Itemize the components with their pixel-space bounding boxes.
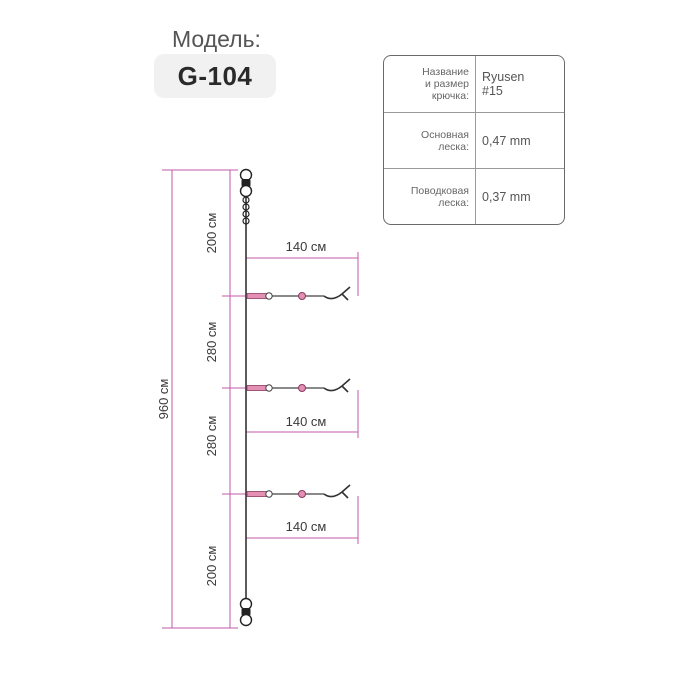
spec-row-mainline: Основная леска: 0,47 mm [384,112,564,169]
segment-label-2: 280 см [204,322,219,363]
spec-name-hook: Название и размер крючка: [384,56,476,112]
tube-icon [246,385,269,391]
hook-icon [323,484,351,499]
model-code: G-104 [177,60,253,91]
leader-1 [246,286,351,301]
tube-icon [246,491,269,497]
spec-name-mainline: Основная леска: [384,113,476,169]
spec-name-leader: Поводковая леска: [384,169,476,224]
spec-row-hook: Название и размер крючка: Ryusen #15 [384,56,564,112]
leader-length-label-3: 140 см [286,519,327,534]
hook-icon [323,286,351,301]
bead-icon [298,384,306,392]
model-label: Модель: [172,26,261,52]
leader-length-label-2: 140 см [286,414,327,429]
spec-table: Название и размер крючка: Ryusen #15 Осн… [383,55,565,225]
segment-label-3: 280 см [204,416,219,457]
segment-label-1: 200 см [204,213,219,254]
total-length-label: 960 см [156,379,171,420]
bead-icon [265,292,273,300]
bottom-swivel-icon [239,597,253,627]
tube-icon [246,293,269,299]
leader-3 [246,484,351,499]
bead-icon [298,292,306,300]
segment-label-4: 200 см [204,546,219,587]
leader-2 [246,378,351,393]
leader-length-label-1: 140 см [286,239,327,254]
spec-value-hook: Ryusen #15 [482,70,525,98]
dimension-lines [162,169,359,629]
bead-icon [265,384,273,392]
spec-value-leader: 0,37 mm [482,190,531,204]
hook-icon [323,378,351,393]
spec-row-leader: Поводковая леска: 0,37 mm [384,168,564,224]
spec-value-mainline: 0,47 mm [482,134,531,148]
top-swivel-icon [239,168,253,225]
bead-icon [265,490,273,498]
bead-icon [298,490,306,498]
model-code-badge: G-104 [154,54,276,98]
